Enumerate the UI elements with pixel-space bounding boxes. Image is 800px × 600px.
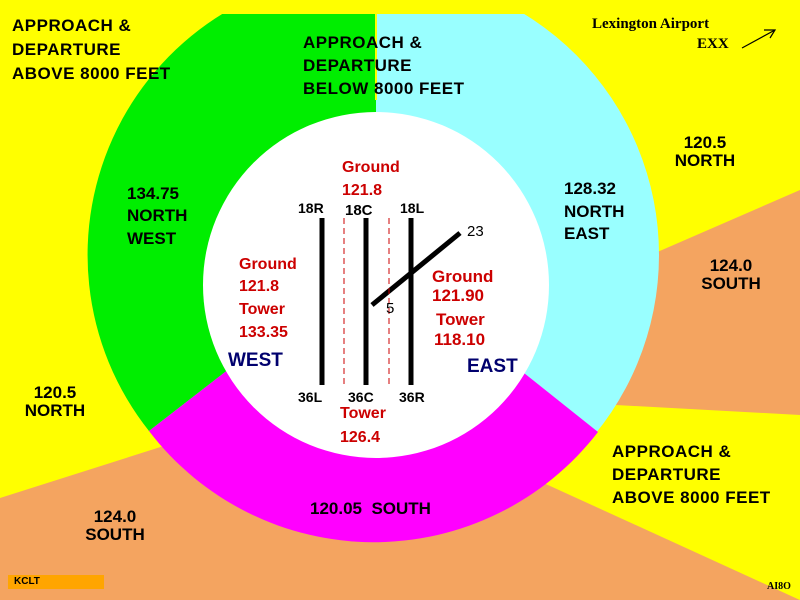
- freq-northwest-label-1: NORTH: [127, 206, 188, 225]
- ground-top-freq: 121.8: [342, 182, 383, 199]
- center-circle: [203, 112, 549, 458]
- label-approach-above-bottom-right-3: ABOVE 8000 FEET: [612, 488, 771, 507]
- freq-right-north-label: NORTH: [674, 151, 736, 170]
- west-ground-label: Ground: [239, 256, 297, 273]
- freq-northwest-label-2: WEST: [127, 229, 177, 248]
- runway-label-18c: 18C: [345, 202, 373, 219]
- east-tower-freq: 118.10: [434, 330, 486, 349]
- freq-left-north-label: NORTH: [24, 401, 86, 420]
- west-ground-freq: 121.8: [239, 278, 280, 295]
- runway-label-5: 5: [386, 300, 395, 317]
- label-approach-below-3: BELOW 8000 FEET: [303, 79, 465, 98]
- east-tower-label: Tower: [436, 310, 485, 329]
- freq-right-south-label: SOUTH: [701, 274, 761, 293]
- runway-5-23: [370, 231, 462, 307]
- label-approach-above-bottom-right-1: APPROACH &: [612, 442, 732, 461]
- ground-top-label: Ground: [342, 159, 400, 176]
- freq-northeast-value: 128.32: [564, 179, 616, 198]
- west-tower-freq: 133.35: [239, 324, 288, 341]
- east-ground-label: Ground: [432, 267, 494, 286]
- runway-label-18l: 18L: [400, 200, 425, 216]
- freq-right-south-value: 124.0: [709, 256, 753, 275]
- background-top-mask: [0, 0, 800, 14]
- freq-south-ring: 120.05 SOUTH: [310, 499, 431, 518]
- kclt-label-box: [8, 575, 104, 589]
- tower-bottom-label: Tower: [340, 405, 386, 422]
- arrow-up-right-icon: [741, 29, 777, 49]
- label-approach-above-top-left-1: APPROACH &: [12, 16, 132, 35]
- freq-northeast-label-2: EAST: [564, 224, 610, 243]
- freq-left-north-value: 120.5: [33, 383, 77, 402]
- freq-northeast-label-1: NORTH: [564, 202, 625, 221]
- runway-label-23: 23: [467, 223, 484, 240]
- credit-label: AI8O: [767, 581, 791, 592]
- runway-label-36l: 36L: [298, 389, 323, 405]
- label-approach-below-2: DEPARTURE: [303, 56, 413, 75]
- west-tower-label: Tower: [239, 301, 285, 318]
- freq-left-south-value: 124.0: [93, 507, 137, 526]
- label-approach-above-top-left-3: ABOVE 8000 FEET: [12, 64, 171, 83]
- runway-label-36c: 36C: [348, 389, 374, 405]
- freq-right-north-value: 120.5: [683, 133, 727, 152]
- east-label: EAST: [467, 356, 518, 377]
- label-approach-above-bottom-right-2: DEPARTURE: [612, 465, 722, 484]
- east-ground-freq: 121.90: [432, 286, 484, 305]
- kclt-label: KCLT: [14, 576, 40, 587]
- runway-label-18r: 18R: [298, 200, 324, 216]
- freq-left-south-label: SOUTH: [85, 525, 145, 544]
- airport-code: EXX: [697, 36, 729, 52]
- runway-label-36r: 36R: [399, 389, 425, 405]
- freq-northwest-value: 134.75: [127, 184, 179, 203]
- label-approach-below-1: APPROACH &: [303, 33, 423, 52]
- label-approach-above-top-left-2: DEPARTURE: [12, 40, 122, 59]
- tower-bottom-freq: 126.4: [340, 429, 381, 446]
- west-label: WEST: [228, 350, 283, 371]
- airport-name: Lexington Airport: [592, 16, 710, 32]
